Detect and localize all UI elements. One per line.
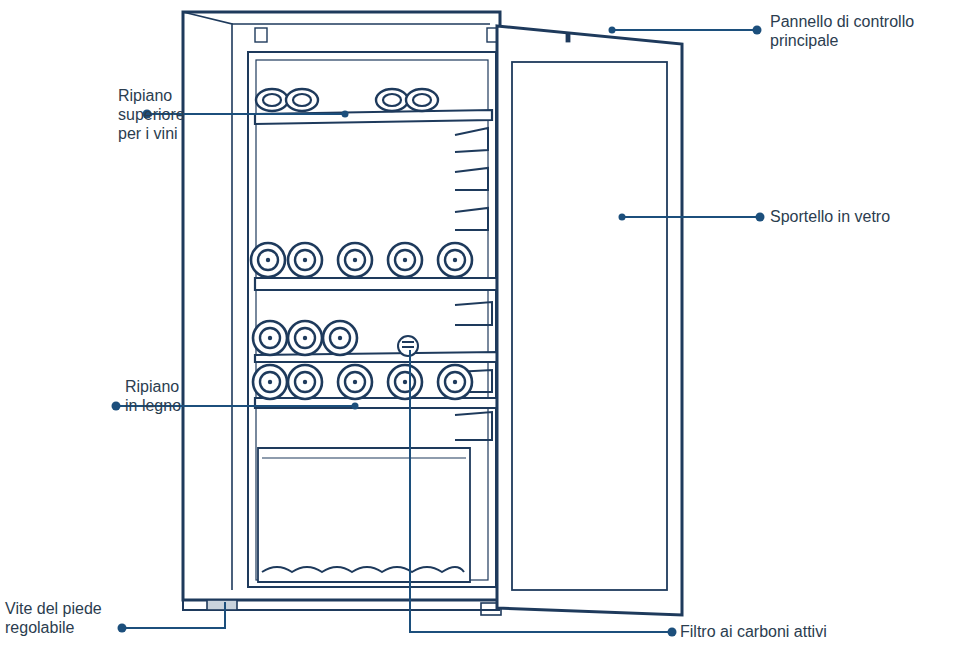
leader-dots — [112, 26, 765, 637]
bottle — [376, 89, 408, 111]
part-label: Ripiano in legno — [125, 377, 195, 415]
part-label: Pannello di controllo principale — [770, 12, 960, 50]
bottle — [406, 89, 438, 111]
bottle — [338, 243, 372, 277]
bottle — [438, 243, 472, 277]
bottle — [338, 365, 372, 399]
bottle — [288, 243, 322, 277]
part-label: Filtro ai carboni attivi — [680, 622, 920, 641]
bottle — [253, 365, 287, 399]
bottle — [438, 365, 472, 399]
bottle — [253, 321, 287, 355]
part-label: Sportello in vetro — [770, 207, 950, 226]
bottle — [388, 243, 422, 277]
bottle — [288, 365, 322, 399]
part-label: Ripiano superiore per i vini — [118, 86, 198, 143]
bottle — [256, 89, 288, 111]
glass-door — [497, 26, 682, 615]
carbon-filter — [398, 336, 418, 356]
bottle — [251, 243, 285, 277]
bottle — [388, 365, 422, 399]
cabinet — [183, 12, 501, 615]
shelves — [255, 110, 497, 582]
bottle — [288, 321, 322, 355]
leader-lines — [116, 30, 760, 632]
bottle — [323, 321, 357, 355]
part-label: Vite del piede regolabile — [5, 599, 115, 637]
bottle — [286, 89, 318, 111]
bottles — [251, 89, 472, 399]
